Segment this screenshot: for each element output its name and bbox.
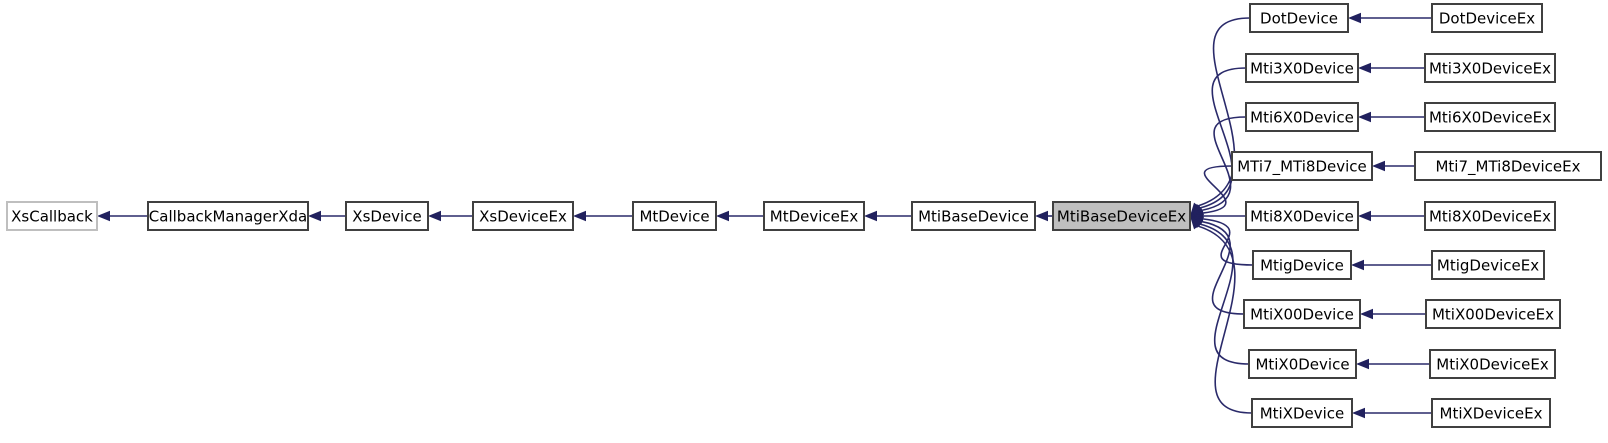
class-node-box[interactable] bbox=[1431, 398, 1551, 428]
edge-arrowhead bbox=[1360, 308, 1373, 320]
class-node-xscallback[interactable]: XsCallback bbox=[6, 201, 98, 231]
class-node-box[interactable] bbox=[1429, 349, 1556, 379]
class-node-box[interactable] bbox=[1431, 250, 1545, 280]
edge-line bbox=[1197, 225, 1253, 414]
class-node-dotdevice[interactable]: DotDevice bbox=[1249, 3, 1349, 33]
class-node-box[interactable] bbox=[472, 201, 574, 231]
class-node-mti8x0deviceex[interactable]: Mti8X0DeviceEx bbox=[1424, 201, 1556, 231]
edge-arrowhead bbox=[1358, 111, 1371, 123]
class-node-box[interactable] bbox=[1424, 53, 1556, 83]
class-node-mti3x0deviceex[interactable]: Mti3X0DeviceEx bbox=[1424, 53, 1556, 83]
class-node-mti6x0deviceex[interactable]: Mti6X0DeviceEx bbox=[1424, 102, 1556, 132]
class-node-dotdeviceex[interactable]: DotDeviceEx bbox=[1431, 3, 1543, 33]
class-node-box[interactable] bbox=[911, 201, 1036, 231]
edge-arrowhead bbox=[1352, 407, 1365, 419]
class-node-box[interactable] bbox=[1245, 102, 1359, 132]
edge-line bbox=[1199, 223, 1250, 365]
edges-layer bbox=[97, 12, 1432, 419]
class-node-box[interactable] bbox=[1245, 201, 1359, 231]
inheritance-edge bbox=[573, 210, 633, 222]
class-node-box[interactable] bbox=[1052, 201, 1191, 231]
edge-arrowhead bbox=[573, 210, 586, 222]
inheritance-edge bbox=[1356, 358, 1430, 370]
class-node-box[interactable] bbox=[1252, 250, 1352, 280]
class-node-mtdevice[interactable]: MtDevice bbox=[632, 201, 717, 231]
class-node-mti6x0device[interactable]: Mti6X0Device bbox=[1245, 102, 1359, 132]
class-node-mtigdevice[interactable]: MtigDevice bbox=[1252, 250, 1352, 280]
class-node-xsdevice[interactable]: XsDevice bbox=[345, 201, 429, 231]
class-node-box[interactable] bbox=[1424, 102, 1556, 132]
class-node-box[interactable] bbox=[1425, 299, 1561, 329]
class-node-mtix0deviceex[interactable]: MtiX0DeviceEx bbox=[1429, 349, 1556, 379]
class-node-box[interactable] bbox=[1248, 349, 1357, 379]
inheritance-edge bbox=[1352, 407, 1432, 419]
edge-arrowhead bbox=[1372, 160, 1385, 172]
class-node-mti3x0device[interactable]: Mti3X0Device bbox=[1245, 53, 1359, 83]
edge-arrowhead bbox=[428, 210, 441, 222]
edge-arrowhead bbox=[1190, 216, 1203, 230]
class-node-mtdeviceex[interactable]: MtDeviceEx bbox=[763, 201, 865, 231]
class-node-box[interactable] bbox=[1249, 3, 1349, 33]
class-node-mtibasedevice[interactable]: MtiBaseDevice bbox=[911, 201, 1036, 231]
class-node-mti8x0device[interactable]: Mti8X0Device bbox=[1245, 201, 1359, 231]
class-node-mtigdeviceex[interactable]: MtigDeviceEx bbox=[1431, 250, 1545, 280]
edge-arrowhead bbox=[1358, 210, 1371, 222]
edge-arrowhead bbox=[1035, 210, 1048, 222]
class-node-box[interactable] bbox=[1251, 398, 1353, 428]
class-node-callbackmanagerxda[interactable]: CallbackManagerXda bbox=[147, 201, 309, 231]
class-node-mti7_mti8device[interactable]: MTi7_MTi8Device bbox=[1231, 151, 1373, 181]
edge-arrowhead bbox=[1348, 12, 1361, 24]
edge-arrowhead bbox=[97, 210, 110, 222]
edge-line bbox=[1199, 67, 1247, 209]
inheritance-edge bbox=[1358, 111, 1425, 123]
inheritance-edge bbox=[97, 210, 148, 222]
edge-line bbox=[1202, 165, 1233, 214]
class-node-mtixdeviceex[interactable]: MtiXDeviceEx bbox=[1431, 398, 1551, 428]
class-node-mtibasedeviceex[interactable]: MtiBaseDeviceEx bbox=[1052, 201, 1191, 231]
class-node-box[interactable] bbox=[1414, 151, 1602, 181]
edge-line bbox=[1201, 116, 1247, 212]
inheritance-edge bbox=[864, 210, 912, 222]
class-node-box[interactable] bbox=[6, 201, 98, 231]
class-node-mtixdevice[interactable]: MtiXDevice bbox=[1251, 398, 1353, 428]
class-node-box[interactable] bbox=[1424, 201, 1556, 231]
inheritance-edge bbox=[1358, 210, 1425, 222]
inheritance-edge bbox=[1190, 216, 1250, 365]
class-node-box[interactable] bbox=[1431, 3, 1543, 33]
class-node-mti7_mti8deviceex[interactable]: Mti7_MTi8DeviceEx bbox=[1414, 151, 1602, 181]
class-node-box[interactable] bbox=[763, 201, 865, 231]
edge-arrowhead bbox=[864, 210, 877, 222]
class-node-box[interactable] bbox=[345, 201, 429, 231]
class-node-box[interactable] bbox=[1231, 151, 1373, 181]
inheritance-edge bbox=[308, 210, 346, 222]
class-node-mtix00device[interactable]: MtiX00Device bbox=[1243, 299, 1361, 329]
inheritance-edge bbox=[1372, 160, 1415, 172]
inheritance-edge bbox=[1360, 308, 1426, 320]
class-node-box[interactable] bbox=[147, 201, 309, 231]
inheritance-edge bbox=[1351, 259, 1432, 271]
edge-arrowhead bbox=[1356, 358, 1369, 370]
class-node-box[interactable] bbox=[632, 201, 717, 231]
edge-arrowhead bbox=[1358, 62, 1371, 74]
edge-arrowhead bbox=[716, 210, 729, 222]
inheritance-edge bbox=[1190, 216, 1253, 414]
class-node-box[interactable] bbox=[1245, 53, 1359, 83]
inheritance-edge bbox=[716, 210, 764, 222]
class-node-mtix0device[interactable]: MtiX0Device bbox=[1248, 349, 1357, 379]
class-node-box[interactable] bbox=[1243, 299, 1361, 329]
inheritance-edge bbox=[1035, 210, 1053, 222]
edge-arrowhead bbox=[1351, 259, 1364, 271]
class-node-xsdeviceex[interactable]: XsDeviceEx bbox=[472, 201, 574, 231]
edge-arrowhead bbox=[308, 210, 321, 222]
inheritance-edge bbox=[1348, 12, 1432, 24]
inheritance-edge bbox=[1358, 62, 1425, 74]
edge-line bbox=[1197, 17, 1251, 207]
class-node-mtix00deviceex[interactable]: MtiX00DeviceEx bbox=[1425, 299, 1561, 329]
inheritance-edge bbox=[428, 210, 473, 222]
